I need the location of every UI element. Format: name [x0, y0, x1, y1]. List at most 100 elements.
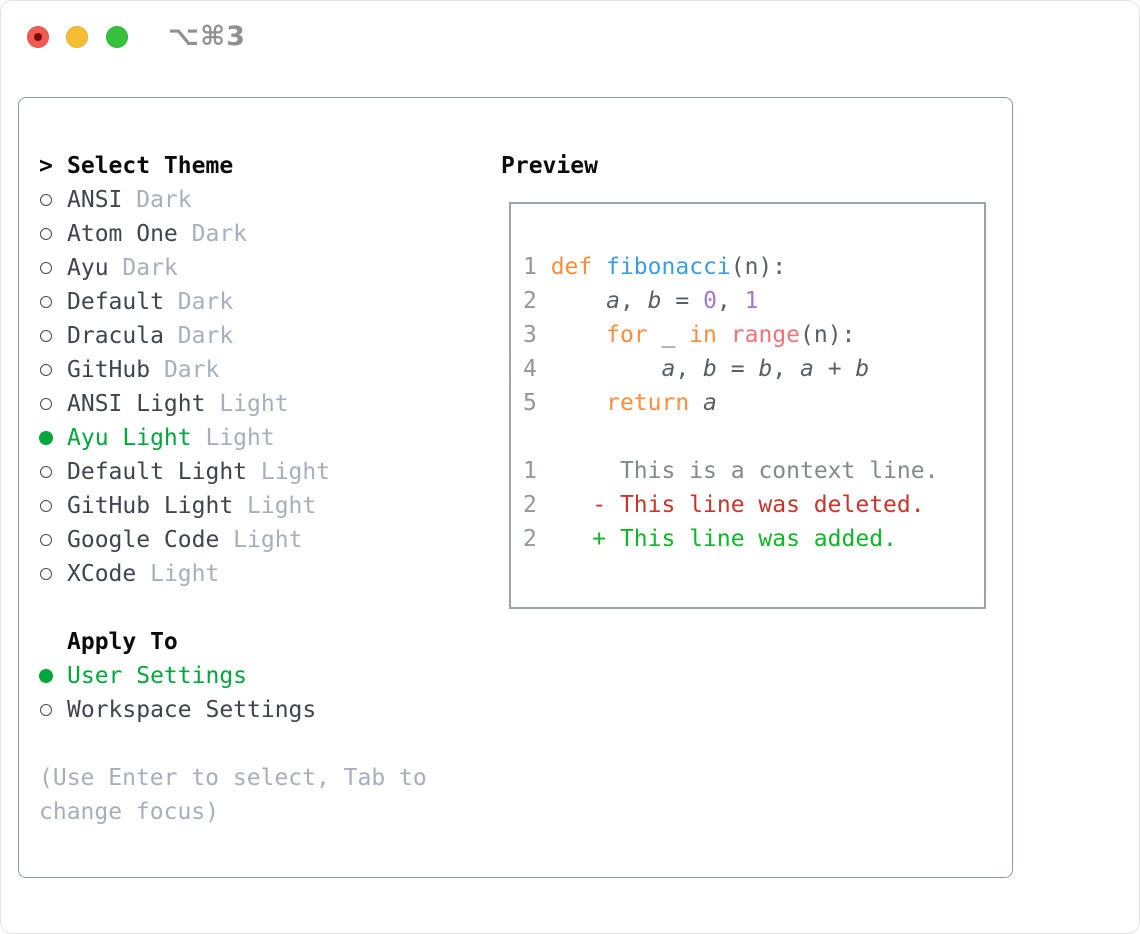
radio-dot	[40, 500, 52, 512]
code-token-fg	[537, 526, 592, 552]
theme-variant-tag: Light	[205, 391, 289, 417]
code-token-fg	[551, 356, 662, 382]
radio-dot	[40, 262, 52, 274]
indent	[39, 625, 67, 659]
code-token-fg: ,	[619, 288, 648, 314]
code-token-fg	[689, 390, 703, 416]
theme-variant-tag: Light	[247, 459, 331, 485]
hint-line-2: change focus)	[39, 799, 220, 825]
code-token-ln: 2	[523, 492, 537, 518]
code-token-kw: in	[689, 322, 717, 348]
radio-unselected-icon	[39, 455, 67, 489]
theme-item-label: GitHub	[67, 357, 151, 383]
radio-unselected-icon	[39, 183, 67, 217]
theme-item-label: ANSI	[67, 187, 123, 213]
radio-dot	[40, 330, 52, 342]
code-line-3: 3 for _ in range(n):	[523, 318, 984, 352]
radio-selected-icon	[39, 659, 67, 693]
code-token-fg	[551, 322, 606, 348]
apply-option-label: Workspace Settings	[67, 697, 317, 723]
radio-dot	[39, 431, 53, 445]
radio-unselected-icon	[39, 353, 67, 387]
code-line-8: 2 - This line was deleted.	[523, 488, 984, 522]
theme-variant-tag: Dark	[177, 221, 248, 247]
theme-item-ansi[interactable]: ANSI Dark	[39, 183, 427, 217]
theme-variant-tag: Light	[136, 561, 220, 587]
code-token-fg	[551, 390, 606, 416]
code-token-fg: (n):	[800, 322, 856, 348]
code-token-fg: (n):	[730, 254, 787, 280]
radio-dot	[40, 364, 52, 376]
theme-variant-tag: Light	[233, 493, 317, 519]
window-shortcut-label: ⌥⌘3	[168, 21, 246, 52]
apply-option-workspace-settings[interactable]: Workspace Settings	[39, 693, 427, 727]
theme-item-github-light[interactable]: GitHub Light Light	[39, 489, 427, 523]
zoom-button[interactable]	[106, 26, 128, 48]
theme-item-google-code[interactable]: Google Code Light	[39, 523, 427, 557]
unsaved-indicator-icon	[34, 33, 42, 41]
theme-variant-tag: Light	[191, 425, 275, 451]
radio-unselected-icon	[39, 693, 67, 727]
apply-option-user-settings[interactable]: User Settings	[39, 659, 427, 693]
code-token-ctx: a	[730, 458, 745, 484]
apply-to-title: Apply To	[67, 629, 178, 655]
apply-option-label: User Settings	[67, 663, 248, 689]
code-token-fg: ,	[675, 356, 704, 382]
theme-item-ayu-light[interactable]: Ayu Light Light	[39, 421, 427, 455]
code-token-num: 1	[744, 288, 759, 314]
code-token-add: + This line was added.	[592, 526, 897, 552]
theme-item-label: Atom One	[67, 221, 178, 247]
theme-item-github[interactable]: GitHub Dark	[39, 353, 427, 387]
theme-item-label: Google Code	[67, 527, 220, 553]
theme-item-xcode[interactable]: XCode Light	[39, 557, 427, 591]
radio-unselected-icon	[39, 557, 67, 591]
theme-item-ansi-light[interactable]: ANSI Light Light	[39, 387, 427, 421]
code-line-9: 2 + This line was added.	[523, 522, 984, 556]
radio-unselected-icon	[39, 251, 67, 285]
theme-item-atom-one[interactable]: Atom One Dark	[39, 217, 427, 251]
code-token-fg	[537, 458, 620, 484]
theme-variant-tag: Dark	[163, 289, 234, 315]
radio-dot	[40, 534, 52, 546]
theme-variant-tag: Dark	[150, 357, 220, 383]
code-token-kw: def	[550, 254, 593, 280]
code-line-2: 2 a, b = 0, 1	[523, 284, 984, 318]
code-line-6	[523, 420, 984, 454]
theme-item-dracula[interactable]: Dracula Dark	[39, 319, 427, 353]
radio-dot	[39, 669, 53, 683]
spacer	[39, 727, 427, 761]
code-line-1: 1 def fibonacci(n):	[523, 250, 984, 284]
code-token-fn: fibonacci	[606, 254, 731, 280]
select-theme-header: >Select Theme	[39, 149, 427, 183]
theme-item-default[interactable]: Default Dark	[39, 285, 427, 319]
theme-item-default-light[interactable]: Default Light Light	[39, 455, 427, 489]
minimize-button[interactable]	[66, 26, 88, 48]
close-button[interactable]	[27, 26, 49, 48]
code-token-id: a	[661, 356, 676, 382]
radio-selected-icon	[39, 421, 67, 455]
code-token-id: b	[703, 356, 717, 382]
select-theme-title: Select Theme	[67, 153, 234, 179]
code-token-num: 0	[703, 288, 717, 314]
code-token-id: b	[647, 288, 662, 314]
code-token-fg	[537, 492, 592, 518]
theme-item-label: Ayu	[67, 255, 109, 281]
code-token-fg	[717, 322, 731, 348]
code-line-4: 4 a, b = b, a + b	[523, 352, 984, 386]
code-token-id: a	[800, 356, 814, 382]
apply-to-header: Apply To	[39, 625, 427, 659]
radio-unselected-icon	[39, 319, 67, 353]
code-token-id: a	[606, 288, 620, 314]
theme-item-label: XCode	[67, 561, 137, 587]
theme-item-ayu[interactable]: Ayu Dark	[39, 251, 427, 285]
code-token-ln: 4	[523, 356, 551, 382]
preview-title: Preview	[501, 153, 598, 179]
code-line-5: 5 return a	[523, 386, 984, 420]
code-token-kw: for	[606, 322, 648, 348]
